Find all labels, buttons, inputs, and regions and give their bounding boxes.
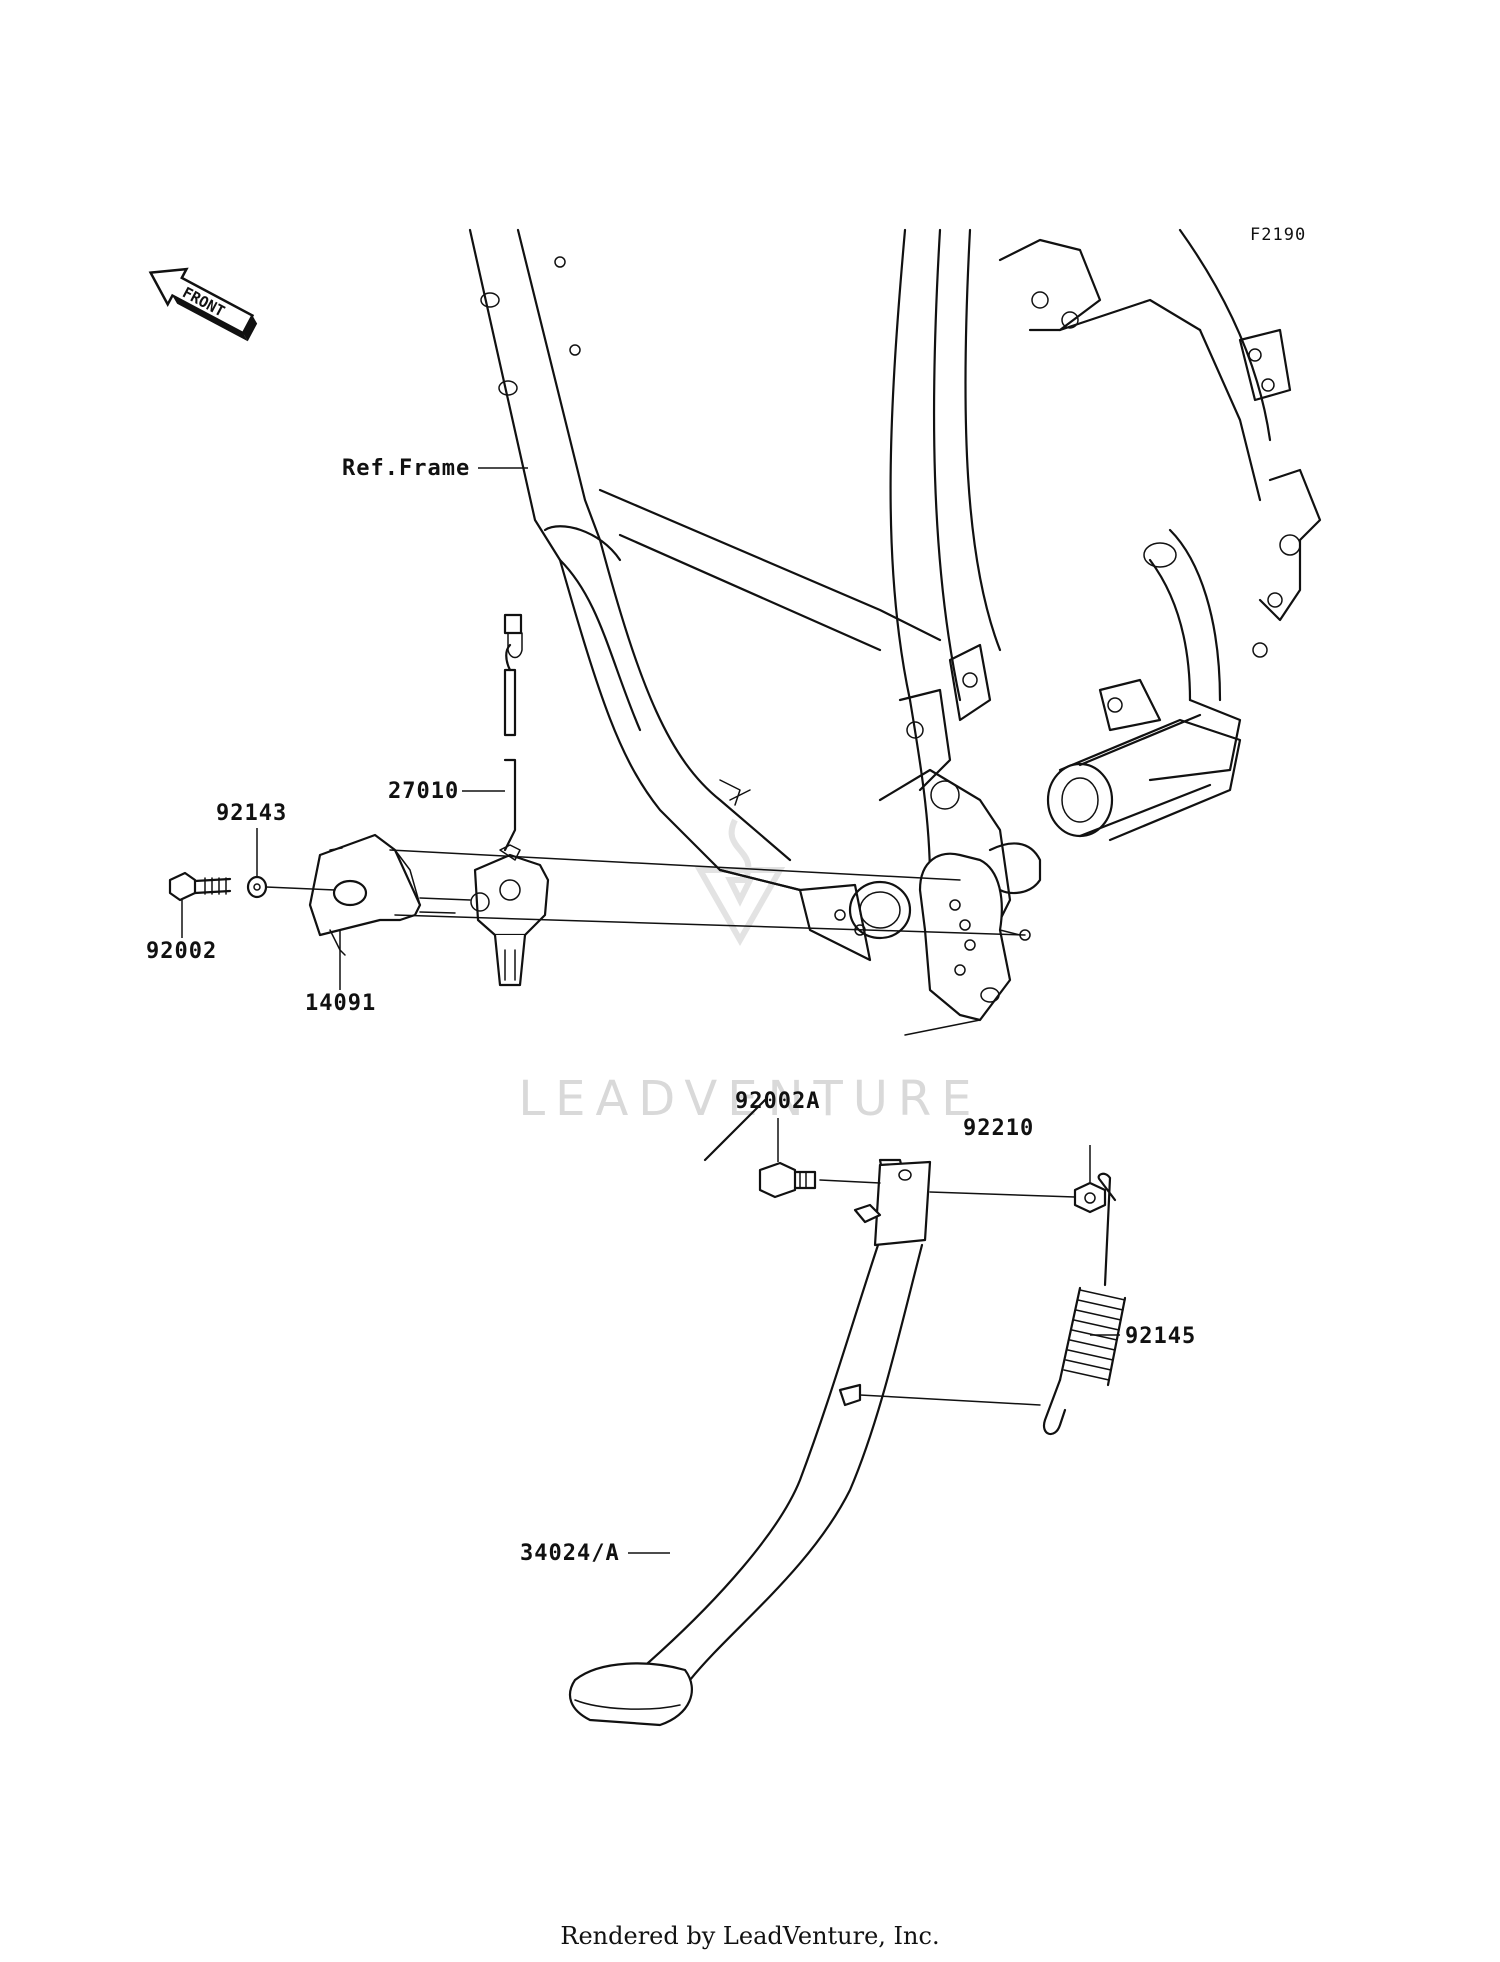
callout-92002: 92002 bbox=[146, 900, 217, 964]
watermark: LEADVENTURE bbox=[518, 818, 981, 1127]
callout-ref-frame-label: Ref.Frame bbox=[342, 456, 470, 481]
frame-drawing bbox=[468, 228, 1322, 1022]
side-stand-drawing bbox=[568, 1019, 1127, 1727]
callout-14091-label: 14091 bbox=[305, 991, 376, 1016]
callout-14091: 14091 bbox=[305, 930, 376, 1016]
callout-92210: 92210 bbox=[963, 1116, 1091, 1182]
diagram-code: F2190 bbox=[1250, 225, 1306, 245]
front-arrow-icon: FRONT bbox=[148, 267, 258, 342]
callout-34024a-label: 34024/A bbox=[520, 1541, 620, 1566]
callout-92143: 92143 bbox=[216, 801, 287, 876]
callout-92145-label: 92145 bbox=[1125, 1324, 1196, 1349]
callout-92145: 92145 bbox=[1090, 1324, 1196, 1349]
callout-27010: 27010 bbox=[388, 779, 505, 804]
callout-ref-frame: Ref.Frame bbox=[342, 456, 528, 481]
watermark-text: LEADVENTURE bbox=[518, 1071, 981, 1127]
callout-92002a: 92002A bbox=[735, 1089, 820, 1162]
callout-92210-label: 92210 bbox=[963, 1116, 1034, 1141]
callout-92143-label: 92143 bbox=[216, 801, 287, 826]
footer-credit: Rendered by LeadVenture, Inc. bbox=[560, 1922, 940, 1950]
callout-27010-label: 27010 bbox=[388, 779, 459, 804]
callout-34024a: 34024/A bbox=[520, 1541, 670, 1566]
side-stand-switch-assembly bbox=[168, 613, 1031, 987]
callout-92002a-label: 92002A bbox=[735, 1089, 820, 1114]
callout-92002-label: 92002 bbox=[146, 939, 217, 964]
